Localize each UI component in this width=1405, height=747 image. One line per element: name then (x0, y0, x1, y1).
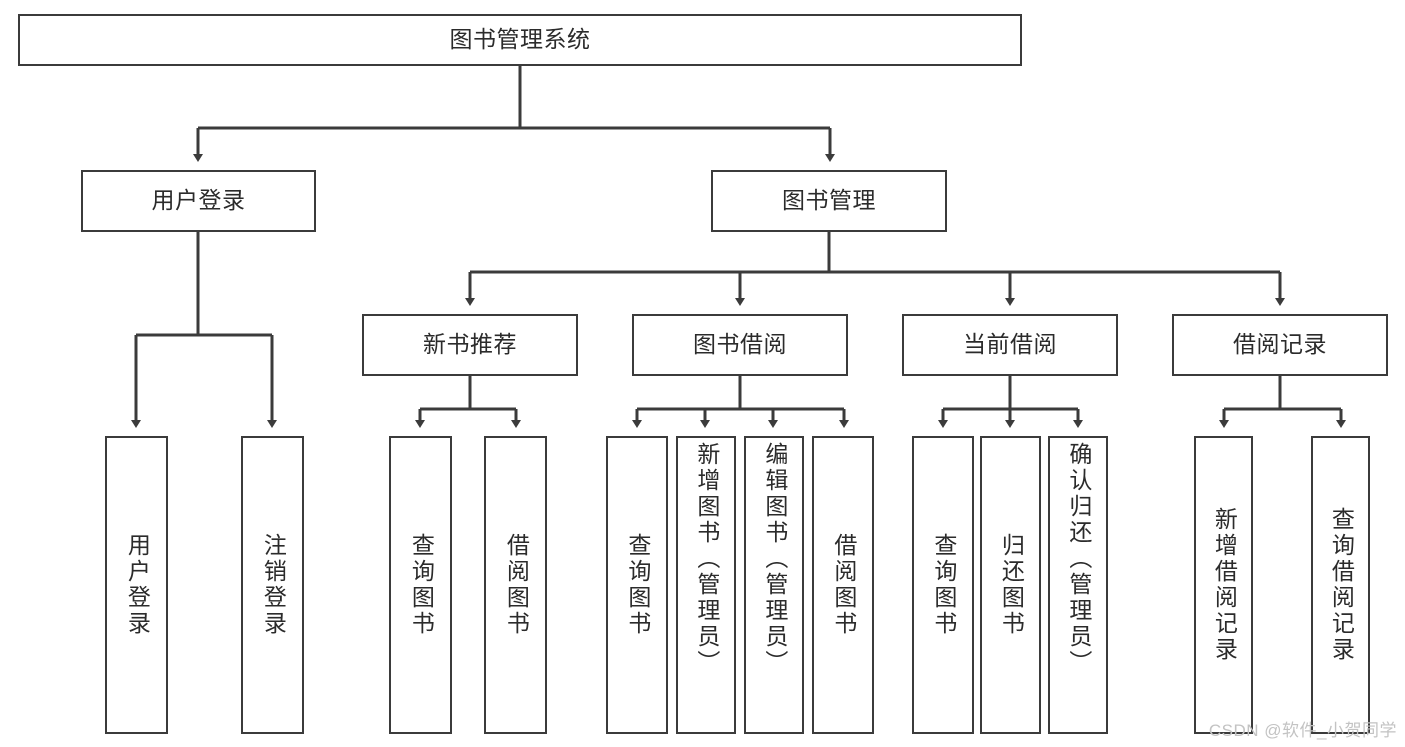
leaf-logout[interactable]: 注销登录 (241, 436, 304, 734)
leaf-borrow-book[interactable]: 借阅图书 (812, 436, 874, 734)
node-label: 确认归还（管理员） (1065, 442, 1092, 676)
node-book-management[interactable]: 图书管理 (711, 170, 947, 232)
node-label: 查询图书 (930, 533, 957, 637)
node-book-borrow[interactable]: 图书借阅 (632, 314, 848, 376)
node-root[interactable]: 图书管理系统 (18, 14, 1022, 66)
node-label: 借阅图书 (503, 533, 530, 637)
node-label: 新增借阅记录 (1211, 507, 1238, 663)
node-label: 新增图书（管理员） (693, 442, 720, 676)
node-label: 编辑图书（管理员） (761, 442, 788, 676)
leaf-borrow-book-recommend[interactable]: 借阅图书 (484, 436, 547, 734)
node-label: 新书推荐 (423, 331, 517, 358)
node-user-login[interactable]: 用户登录 (81, 170, 316, 232)
leaf-confirm-return-admin[interactable]: 确认归还（管理员） (1048, 436, 1108, 734)
node-new-book-recommend[interactable]: 新书推荐 (362, 314, 578, 376)
node-label: 用户登录 (124, 533, 151, 637)
leaf-add-borrow-record[interactable]: 新增借阅记录 (1194, 436, 1253, 734)
node-label: 查询图书 (624, 533, 651, 637)
node-label: 查询图书 (408, 533, 435, 637)
node-label: 图书管理系统 (449, 26, 591, 53)
leaf-return-book[interactable]: 归还图书 (980, 436, 1041, 734)
node-label: 图书管理 (782, 187, 876, 214)
node-label: 当前借阅 (963, 331, 1057, 358)
node-label: 借阅记录 (1233, 331, 1327, 358)
node-borrow-record[interactable]: 借阅记录 (1172, 314, 1388, 376)
node-label: 借阅图书 (830, 533, 857, 637)
leaf-query-book-current[interactable]: 查询图书 (912, 436, 974, 734)
watermark: CSDN @软件_小贺同学 (1208, 721, 1397, 740)
node-label: 用户登录 (151, 187, 246, 214)
leaf-edit-book-admin[interactable]: 编辑图书（管理员） (744, 436, 804, 734)
node-label: 归还图书 (998, 533, 1025, 637)
leaf-query-borrow-record[interactable]: 查询借阅记录 (1311, 436, 1370, 734)
node-current-borrow[interactable]: 当前借阅 (902, 314, 1118, 376)
node-label: 图书借阅 (693, 331, 787, 358)
leaf-query-book-borrow[interactable]: 查询图书 (606, 436, 668, 734)
leaf-query-book-recommend[interactable]: 查询图书 (389, 436, 452, 734)
leaf-user-login[interactable]: 用户登录 (105, 436, 168, 734)
leaf-add-book-admin[interactable]: 新增图书（管理员） (676, 436, 736, 734)
node-label: 注销登录 (260, 533, 287, 637)
node-label: 查询借阅记录 (1328, 507, 1355, 663)
